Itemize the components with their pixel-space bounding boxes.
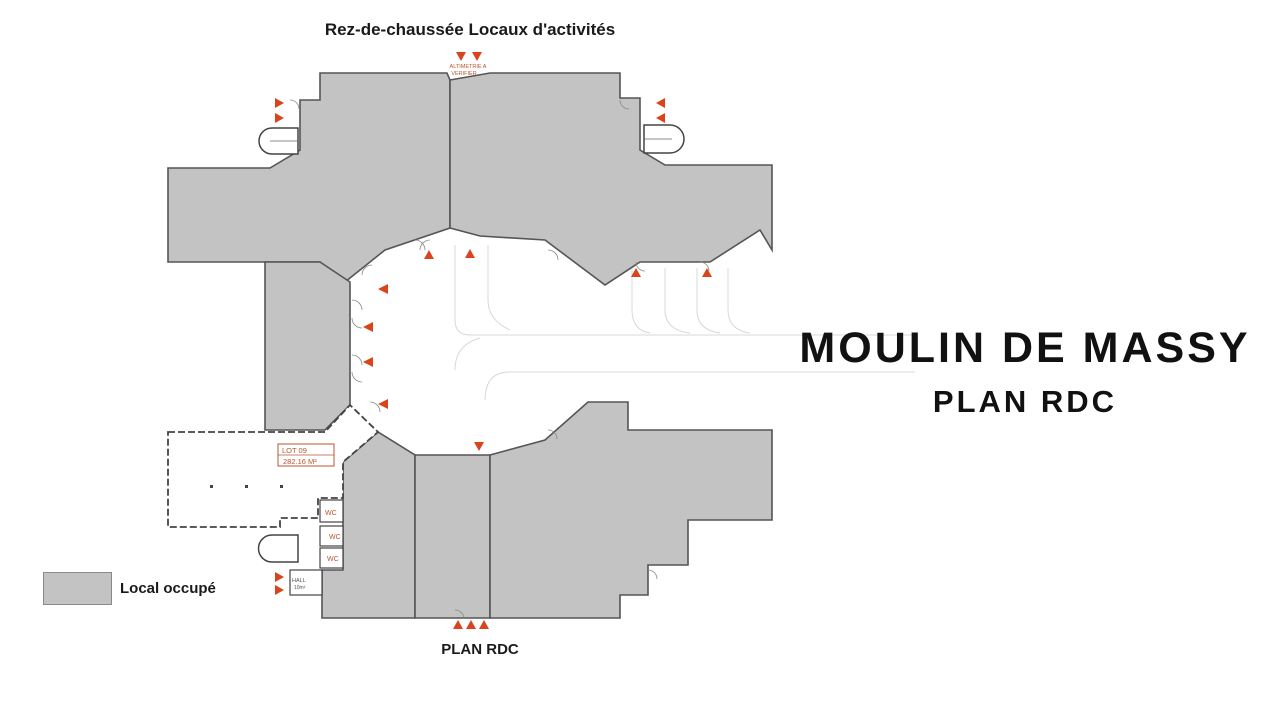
entry-marker [656,98,665,108]
entry-marker [631,268,641,277]
altimetry-note-line2: VERIFIER [451,71,476,77]
access-markers [275,52,712,629]
unit-west [264,261,351,431]
unit-north-west [167,72,451,284]
wc-room-3 [319,547,344,569]
entry-marker [378,284,388,294]
lot-09-area: 282.16 M² [283,457,317,466]
entry-marker [702,268,712,277]
wc-room-1 [319,499,344,523]
entry-marker [275,113,284,123]
entry-marker [472,52,482,61]
entry-marker [474,442,484,451]
plan-caption: PLAN RDC [441,641,519,658]
hall-area: 10m² [294,585,306,591]
entry-marker [479,620,489,629]
legend-swatch [43,572,112,605]
entry-marker [363,322,373,332]
entry-marker [378,399,388,409]
wc-room-2 [319,525,344,547]
site-subtitle: PLAN RDC [932,384,1118,419]
stair-south-west [257,534,299,563]
legend-label: Local occupé [120,580,216,597]
unit-south-west [321,431,416,619]
door-arcs [289,99,710,619]
road-lines [454,245,915,401]
entry-marker [453,620,463,629]
entry-marker [424,250,434,259]
hall-label: HALL [292,578,306,584]
unit-south-middle [414,454,491,619]
entry-marker [456,52,466,61]
entry-marker [656,113,665,123]
altimetry-note-line1: ALTIMETRIE A [450,64,487,70]
lot-09-marks [210,485,283,488]
entry-marker [275,585,284,595]
entry-marker [466,620,476,629]
entry-marker [275,98,284,108]
lot-09-label: LOT 09 [282,446,307,455]
lot-09-outline [167,403,380,528]
wc-label: WC [327,556,339,563]
wc-label: WC [329,534,341,541]
wc-label: WC [325,510,337,517]
entry-marker [465,249,475,258]
entry-marker [275,572,284,582]
unit-south-east [489,401,773,619]
entry-marker [363,357,373,367]
site-title: MOULIN DE MASSY [799,324,1251,372]
occupied-units [167,72,773,619]
plan-header-title: Rez-de-chaussée Locaux d'activités [324,20,616,39]
service-rooms [289,499,344,596]
unit-north-east [449,72,773,286]
hall-room [289,569,323,596]
